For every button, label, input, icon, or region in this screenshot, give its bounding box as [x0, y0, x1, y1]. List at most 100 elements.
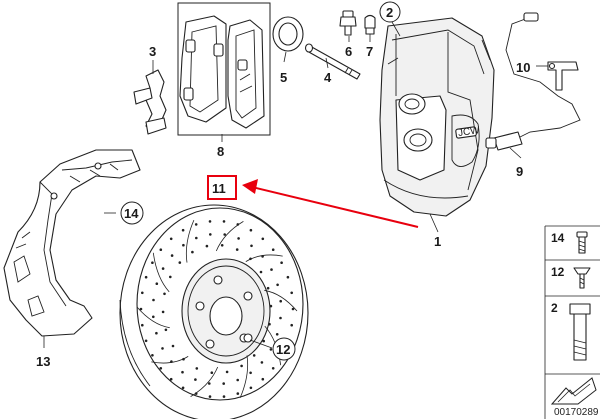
drill-hole — [161, 310, 165, 314]
drill-hole — [208, 382, 211, 385]
drill-hole — [208, 395, 212, 398]
disc-slot — [264, 289, 298, 312]
drill-hole — [208, 220, 212, 223]
drill-hole — [141, 323, 144, 327]
disc-slot — [239, 355, 249, 399]
bleeder-valve[interactable] — [339, 10, 357, 36]
legend-bolt-14[interactable] — [576, 231, 588, 254]
drill-hole — [271, 367, 275, 370]
disc-slot — [190, 366, 219, 397]
highlight-box — [207, 175, 237, 200]
drill-hole — [210, 371, 214, 375]
wear-sensor[interactable] — [485, 12, 581, 151]
caliper-brand-mark: JCW — [457, 125, 481, 139]
drill-hole — [169, 237, 173, 241]
drill-hole — [223, 233, 226, 236]
drill-hole — [222, 220, 226, 223]
fastener-legend: 14 12 2 00170289 — [544, 225, 600, 419]
drill-hole — [271, 248, 275, 251]
drill-hole — [139, 307, 143, 311]
drill-hole — [275, 333, 279, 336]
disc-slot — [136, 306, 170, 329]
drill-hole — [194, 223, 198, 226]
drill-hole — [280, 261, 283, 265]
drill-hole — [262, 339, 266, 343]
drill-hole — [181, 370, 184, 374]
disc-slot — [185, 219, 195, 263]
drill-hole — [159, 248, 163, 251]
piston-ring[interactable] — [272, 16, 304, 52]
disc-slot — [152, 252, 170, 293]
drill-hole — [169, 377, 173, 381]
drill-hole — [155, 282, 159, 286]
sensor-bracket[interactable] — [547, 61, 579, 91]
drill-hole — [164, 328, 168, 332]
drill-hole — [252, 354, 256, 357]
drill-hole — [222, 382, 225, 385]
drill-hole — [250, 244, 253, 248]
highlight-annotation — [207, 175, 419, 228]
drill-hole — [163, 292, 166, 296]
legend-label-2: 2 — [551, 301, 558, 315]
callout-labels: 3 8 5 4 6 7 2 10 9 11 1 14 12 13 — [36, 1, 530, 369]
disc-screw[interactable] — [243, 333, 253, 343]
disc-slot — [245, 254, 283, 262]
disc-slots — [136, 219, 298, 399]
brake-pad-set[interactable] — [179, 15, 265, 129]
callout-14: 14 — [124, 206, 139, 221]
highlight-arrow-head — [242, 179, 258, 194]
drill-hole — [170, 254, 174, 257]
drill-hole — [291, 307, 295, 311]
disc-slot — [151, 356, 189, 364]
drill-hole — [144, 339, 148, 343]
callout-12: 12 — [276, 342, 290, 357]
nav-arrow-icon[interactable] — [550, 377, 597, 405]
legend-bolt-2[interactable] — [569, 303, 591, 361]
callout-5: 5 — [280, 70, 287, 85]
drill-hole — [225, 370, 229, 374]
drill-hole — [266, 286, 270, 290]
drill-hole — [141, 291, 144, 295]
protection-plate[interactable] — [3, 149, 141, 337]
drill-hole — [269, 304, 273, 308]
brake-caliper[interactable]: JCW — [379, 17, 495, 217]
drill-hole — [195, 236, 198, 240]
drill-hole — [290, 291, 294, 295]
drill-hole — [161, 267, 165, 270]
leader-lines — [43, 21, 548, 349]
drill-hole — [276, 283, 279, 287]
brake-disc[interactable] — [119, 204, 309, 419]
drill-hole — [151, 261, 154, 265]
drill-hole — [194, 378, 197, 381]
dust-cap[interactable] — [364, 14, 376, 35]
callout-2: 2 — [386, 5, 393, 20]
drill-hole — [181, 386, 185, 390]
disc-drill-holes — [139, 220, 295, 398]
drill-hole — [237, 237, 240, 240]
callout-11: 11 — [212, 181, 226, 196]
callout-14-circle — [120, 201, 144, 225]
drill-hole — [261, 377, 265, 381]
drill-hole — [152, 315, 155, 319]
drill-hole — [181, 228, 185, 232]
drill-hole — [249, 386, 253, 390]
guide-pin[interactable] — [304, 43, 361, 80]
legend-screw-12[interactable] — [573, 267, 591, 289]
drill-hole — [249, 228, 253, 232]
drill-hole — [209, 233, 212, 236]
callout-10: 10 — [516, 60, 530, 75]
spring-clip[interactable] — [133, 69, 167, 135]
drill-hole — [235, 248, 239, 251]
drill-hole — [268, 322, 271, 326]
callout-3: 3 — [149, 44, 156, 59]
drill-hole — [222, 395, 226, 398]
drill-hole — [290, 323, 294, 327]
drill-hole — [191, 250, 194, 254]
drill-hole — [236, 392, 240, 395]
drill-hole — [286, 275, 290, 279]
callout-7: 7 — [366, 44, 373, 59]
drill-hole — [259, 270, 263, 274]
drill-hole — [269, 348, 273, 351]
drill-hole — [151, 354, 154, 357]
